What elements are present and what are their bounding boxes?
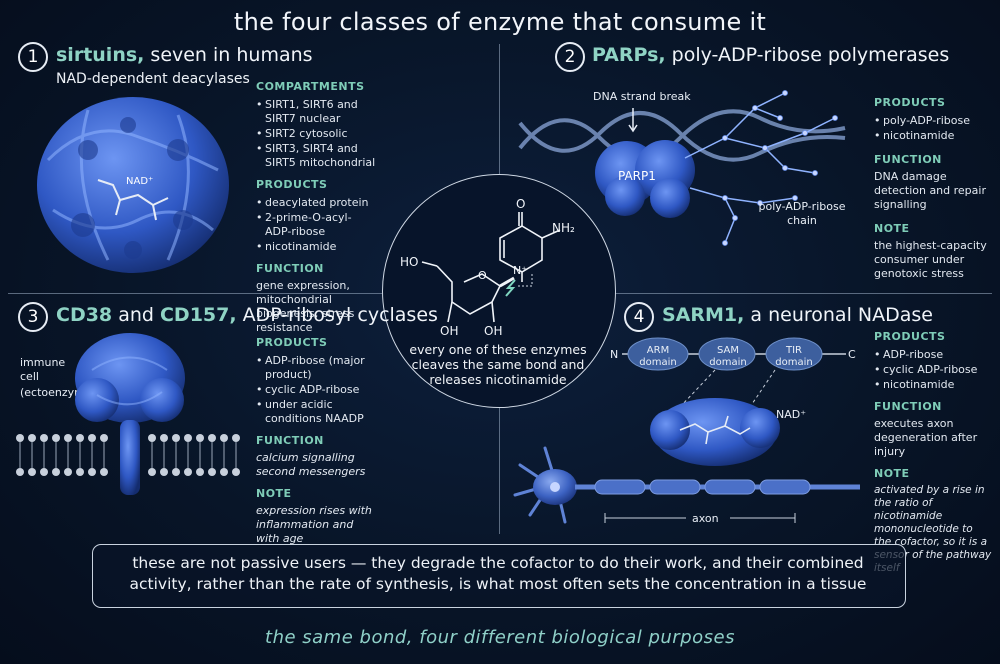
sarm1-products-list: ADP-ribose cyclic ADP-ribose nicotinamid… [874,348,992,392]
cd38-products-label: PRODUCTS [256,336,328,349]
center-oh2-label: OH [484,324,502,338]
parps-products-label: PRODUCTS [874,96,946,109]
parps-function-text: DNA damage detection and repair signalli… [874,170,986,211]
sirtuins-name: sirtuins, [56,44,145,66]
sarm1-name: SARM1, [662,304,745,326]
center-caption: every one of these enzymes cleaves the s… [409,342,587,387]
list-item: poly-ADP-ribose [874,114,990,128]
summary-box [92,544,906,608]
footer-tagline: the same bond, four different biological… [265,627,735,648]
cd38-note-label: NOTE [256,487,292,500]
arm-domain-label: ARM domain [632,345,684,369]
sirtuins-products-label: PRODUCTS [256,178,328,191]
sarm1-details: PRODUCTS ADP-ribose cyclic ADP-ribose ni… [874,330,992,575]
sarm1-nad-label: NAD⁺ [776,408,807,421]
sirtuins-function-label: FUNCTION [256,262,324,275]
sarm1-c-terminus-label: C [848,348,856,361]
parps-note-label: NOTE [874,222,910,235]
cd38-details: PRODUCTS ADP-ribose (major product) cycl… [256,336,376,546]
parps-name: PARPs, [592,44,666,66]
cd38-rest: ADP-ribosyl cyclases [236,304,438,326]
list-item: SIRT1, SIRT6 and SIRT7 nuclear [256,98,376,126]
axon-label: axon [692,512,719,525]
sirtuins-subtitle: NAD-dependent deacylases [56,71,250,87]
sirtuins-compartments-label: COMPARTMENTS [256,80,365,93]
cd38-products-list: ADP-ribose (major product) cyclic ADP-ri… [256,354,376,426]
horizontal-divider [8,293,382,294]
list-item: nicotinamide [256,240,376,254]
parp-dna-illustration: DNA strand break PARP1 [518,90,846,246]
cd38-name: CD38 [56,304,113,326]
cd38-function-label: FUNCTION [256,434,324,447]
section-number-4: 4 [624,302,654,332]
sirtuins-compartments-list: SIRT1, SIRT6 and SIRT7 nuclear SIRT2 cyt… [256,98,376,170]
cd38-membrane-illustration [16,333,240,495]
sarm1-heading: SARM1, a neuronal NADase [662,304,933,326]
sirtuins-heading: sirtuins, seven in humans [56,44,313,66]
center-o-label: O [516,197,525,211]
summary-text: these are not passive users — they degra… [129,554,867,593]
parps-details: PRODUCTS poly-ADP-ribose nicotinamide FU… [874,96,990,281]
arm-domain-text: ARM domain [639,345,677,368]
horizontal-divider [614,293,992,294]
list-item: SIRT3, SIRT4 and SIRT5 mitochondrial [256,142,376,170]
parps-rest: poly-ADP-ribose polymerases [665,44,950,66]
center-ho-label: HO [400,255,418,269]
center-nad-circle [382,174,616,408]
section-number-1: 1 [18,42,48,72]
sirtuin-nad-label: NAD⁺ [126,176,153,187]
sirtuins-rest: seven in humans [144,44,313,66]
dna-strand-break-label: DNA strand break [593,90,691,103]
sirtuin-protein-illustration: NAD⁺ [37,97,229,273]
page-title: the four classes of enzyme that consume … [233,8,767,36]
tir-domain-text: TIR domain [775,345,813,368]
cd38-note-text: expression rises with inflammation and w… [256,504,372,545]
parps-products-list: poly-ADP-ribose nicotinamide [874,114,990,143]
sirtuins-function-text: gene expression, mitochondrial biogenesi… [256,279,355,334]
parps-note-text: the highest-capacity consumer under geno… [874,239,987,280]
sam-domain-text: SAM domain [709,345,747,368]
center-oh1-label: OH [440,324,458,338]
sarm1-function-label: FUNCTION [874,400,942,413]
vertical-divider [499,406,500,534]
nad-molecule-structure: O NH₂ N⁺ HO O OH OH [400,197,575,338]
sirtuins-details: COMPARTMENTS SIRT1, SIRT6 and SIRT7 nucl… [256,80,376,335]
sarm1-products-label: PRODUCTS [874,330,946,343]
list-item: under acidic conditions NAADP [256,398,376,426]
list-item: ADP-ribose (major product) [256,354,376,382]
poly-adp-ribose-chain-label: poly-ADP-ribose chain [758,200,846,227]
list-item: ADP-ribose [874,348,992,362]
cd38-heading: CD38 and CD157, ADP-ribosyl cyclases [56,304,438,326]
list-item: nicotinamide [874,378,992,392]
sarm1-rest: a neuronal NADase [744,304,933,326]
vertical-divider [499,44,500,174]
parps-function-label: FUNCTION [874,153,942,166]
parps-heading: PARPs, poly-ADP-ribose polymerases [592,44,949,66]
sarm1-note-label: NOTE [874,467,910,480]
center-n-label: N⁺ [513,264,527,277]
parp1-label: PARP1 [618,169,656,183]
cd157-name: CD157, [159,304,237,326]
immune-cell-label: immune cell [20,356,66,383]
sarm1-function-text: executes axon degeneration after injury [874,417,978,458]
center-nh2-label: NH₂ [552,221,575,235]
sam-domain-label: SAM domain [702,345,754,369]
cd38-and: and [112,304,160,326]
cd38-function-text: calcium signalling second messengers [256,451,366,478]
neuron-axon-illustration: axon [513,446,860,525]
sirtuins-products-list: deacylated protein 2-prime-O-acyl-ADP-ri… [256,196,376,254]
list-item: SIRT2 cytosolic [256,127,376,141]
list-item: nicotinamide [874,129,990,143]
sarm1-domain-diagram: N C [610,337,856,466]
section-number-3: 3 [18,302,48,332]
list-item: deacylated protein [256,196,376,210]
list-item: 2-prime-O-acyl-ADP-ribose [256,211,376,239]
list-item: cyclic ADP-ribose [256,383,376,397]
section-number-2: 2 [555,42,585,72]
center-ring-o-label: O [478,269,487,282]
list-item: cyclic ADP-ribose [874,363,992,377]
tir-domain-label: TIR domain [768,345,820,369]
sarm1-n-terminus-label: N [610,348,618,361]
